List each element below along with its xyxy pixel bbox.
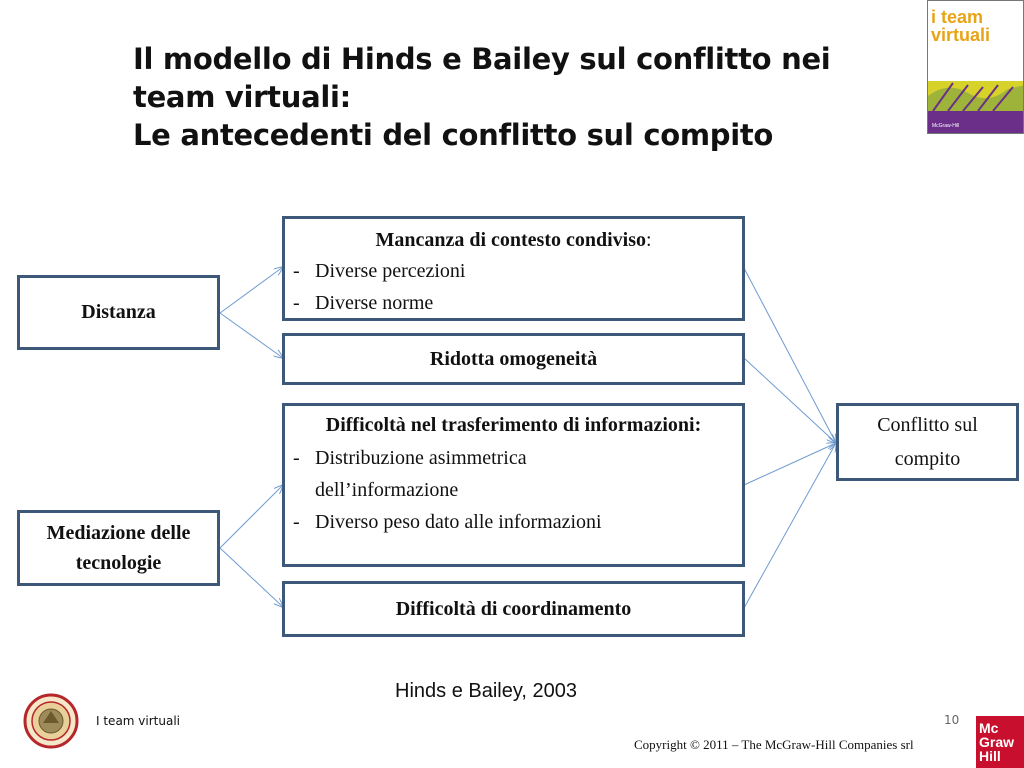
list-item: Diverse percezioni — [285, 255, 742, 287]
arrow-mediazione-to-trasferimento — [219, 485, 283, 549]
node-mancanza-heading-colon: : — [646, 229, 652, 251]
copyright-notice: Copyright © 2011 – The McGraw-Hill Compa… — [634, 737, 914, 752]
node-difficolta-trasferimento: Difficoltà nel trasferimento di informaz… — [282, 403, 745, 567]
arrow-distanza-to-contesto — [219, 267, 283, 314]
book-cover-title-2: virtuali — [931, 25, 990, 45]
arrow-omogeneita-to-conflitto — [743, 357, 836, 443]
node-mancanza-list: Diverse percezioni Diverse norme — [285, 255, 742, 319]
node-mancanza-heading: Mancanza di contesto condiviso: — [285, 225, 742, 255]
node-ridotta-omogeneita: Ridotta omogeneità — [282, 333, 745, 385]
node-mancanza-heading-text: Mancanza di contesto condiviso — [375, 229, 646, 251]
page-number: 10 — [944, 713, 960, 727]
source-citation: Hinds e Bailey, 2003 — [395, 680, 577, 702]
mcgraw-hill-logo: Mc Graw Hill — [976, 716, 1024, 768]
footer-label: I team virtuali — [96, 714, 180, 728]
node-trasferimento-list: Distribuzione asimmetrica dell’informazi… — [285, 442, 742, 538]
book-cover-art: i team virtuali McGraw-Hill — [928, 1, 1023, 133]
list-item: Diverse norme — [285, 287, 742, 319]
list-item: Distribuzione asimmetrica dell’informazi… — [285, 442, 742, 506]
node-difficolta-coordinamento: Difficoltà di coordinamento — [282, 581, 745, 637]
logo-line-3: Hill — [979, 748, 1001, 764]
node-mancanza-contesto: Mancanza di contesto condiviso: Diverse … — [282, 216, 745, 321]
arrow-trasferimento-to-conflitto — [743, 443, 836, 486]
logo-line-2: Graw — [979, 734, 1015, 750]
arrow-distanza-to-omogeneita — [219, 312, 283, 358]
arrow-mediazione-to-coordinamento — [219, 547, 283, 607]
node-distanza: Distanza — [17, 275, 220, 350]
node-mediazione-tecnologie: Mediazione delle tecnologie — [17, 510, 220, 586]
node-omogeneita-label: Ridotta omogeneità — [429, 347, 598, 370]
title-line-1: Il modello di Hinds e Bailey sul conflit… — [133, 42, 831, 76]
node-trasferimento-heading: Difficoltà nel trasferimento di informaz… — [325, 414, 702, 436]
node-coordinamento-label: Difficoltà di coordinamento — [395, 597, 632, 620]
logo-line-1: Mc — [979, 720, 999, 736]
slide-title: Il modello di Hinds e Bailey sul conflit… — [133, 40, 953, 154]
title-line-2: team virtuali: — [133, 80, 351, 114]
title-line-3: Le antecedenti del conflitto sul compito — [133, 118, 774, 152]
book-cover-publisher: McGraw-Hill — [932, 123, 959, 129]
node-conflitto-label: Conflitto sul compito — [877, 414, 978, 470]
university-seal-icon — [23, 693, 79, 749]
node-mediazione-label: Mediazione delle tecnologie — [46, 522, 191, 574]
node-distanza-label: Distanza — [81, 301, 156, 323]
arrow-contesto-to-conflitto — [743, 267, 836, 443]
arrow-coordinamento-to-conflitto — [743, 443, 836, 609]
node-conflitto-compito: Conflitto sul compito — [836, 403, 1019, 481]
book-cover-title-1: i team — [931, 7, 983, 27]
list-item: Diverso peso dato alle informazioni — [285, 506, 742, 538]
